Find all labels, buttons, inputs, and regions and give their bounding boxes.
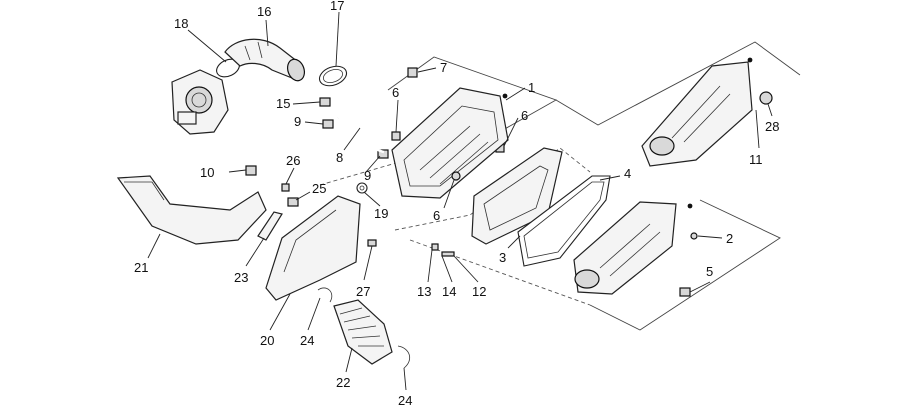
- callout-8: 8: [336, 150, 343, 165]
- filter-cover: [573, 201, 677, 295]
- callout-6-upper: 6: [392, 85, 399, 100]
- reference-dots: [502, 57, 753, 209]
- callout-5: 5: [706, 264, 713, 279]
- callout-4: 4: [624, 166, 631, 181]
- callout-3: 3: [499, 250, 506, 265]
- cover-clip: [287, 197, 299, 207]
- drain-connector: [759, 91, 773, 105]
- callout-22: 22: [336, 375, 350, 390]
- bellows-boot: [333, 299, 393, 365]
- hose-clamp: [318, 65, 348, 87]
- breather-hose: [337, 115, 385, 154]
- lower-cover: [265, 195, 361, 301]
- callout-11: 11: [749, 152, 763, 167]
- washer: [356, 182, 368, 194]
- circlip-upper: [317, 287, 333, 303]
- callout-12: 12: [472, 284, 486, 299]
- callout-24-lower: 24: [398, 393, 412, 408]
- callout-16: 16: [257, 4, 271, 19]
- callout-labels: 18 16 17 15 9 6 7 1 6 8 9 19 6 10 26 25 …: [134, 0, 779, 408]
- callout-7: 7: [440, 60, 447, 75]
- callout-9-lower: 9: [364, 168, 371, 183]
- callout-19: 19: [374, 206, 388, 221]
- callout-1: 1: [528, 80, 535, 95]
- bracket-clip: [245, 165, 257, 176]
- callout-2: 2: [726, 231, 733, 246]
- intake-duct: [224, 38, 306, 82]
- callout-14: 14: [442, 284, 456, 299]
- filter-box-housing: [391, 87, 509, 199]
- callout-25: 25: [312, 181, 326, 196]
- callout-10: 10: [200, 165, 214, 180]
- callout-24-upper: 24: [300, 333, 314, 348]
- circlip-lower: [397, 345, 411, 369]
- callout-26: 26: [286, 153, 300, 168]
- upper-cover: [641, 61, 753, 167]
- callout-23: 23: [234, 270, 248, 285]
- strap: [257, 211, 283, 241]
- callout-17: 17: [330, 0, 344, 13]
- throttle-body: [171, 69, 229, 135]
- callout-9-upper: 9: [294, 114, 301, 129]
- gasket: [517, 175, 611, 267]
- callout-28: 28: [765, 119, 779, 134]
- callout-18: 18: [174, 16, 188, 31]
- callout-20: 20: [260, 333, 274, 348]
- side-bracket: [116, 175, 267, 245]
- callout-6-right: 6: [521, 108, 528, 123]
- callout-13: 13: [417, 284, 431, 299]
- callout-15: 15: [276, 96, 290, 111]
- callout-21: 21: [134, 260, 148, 275]
- callout-27: 27: [356, 284, 370, 299]
- callout-6-lower: 6: [433, 208, 440, 223]
- leader-lines: [147, 11, 773, 391]
